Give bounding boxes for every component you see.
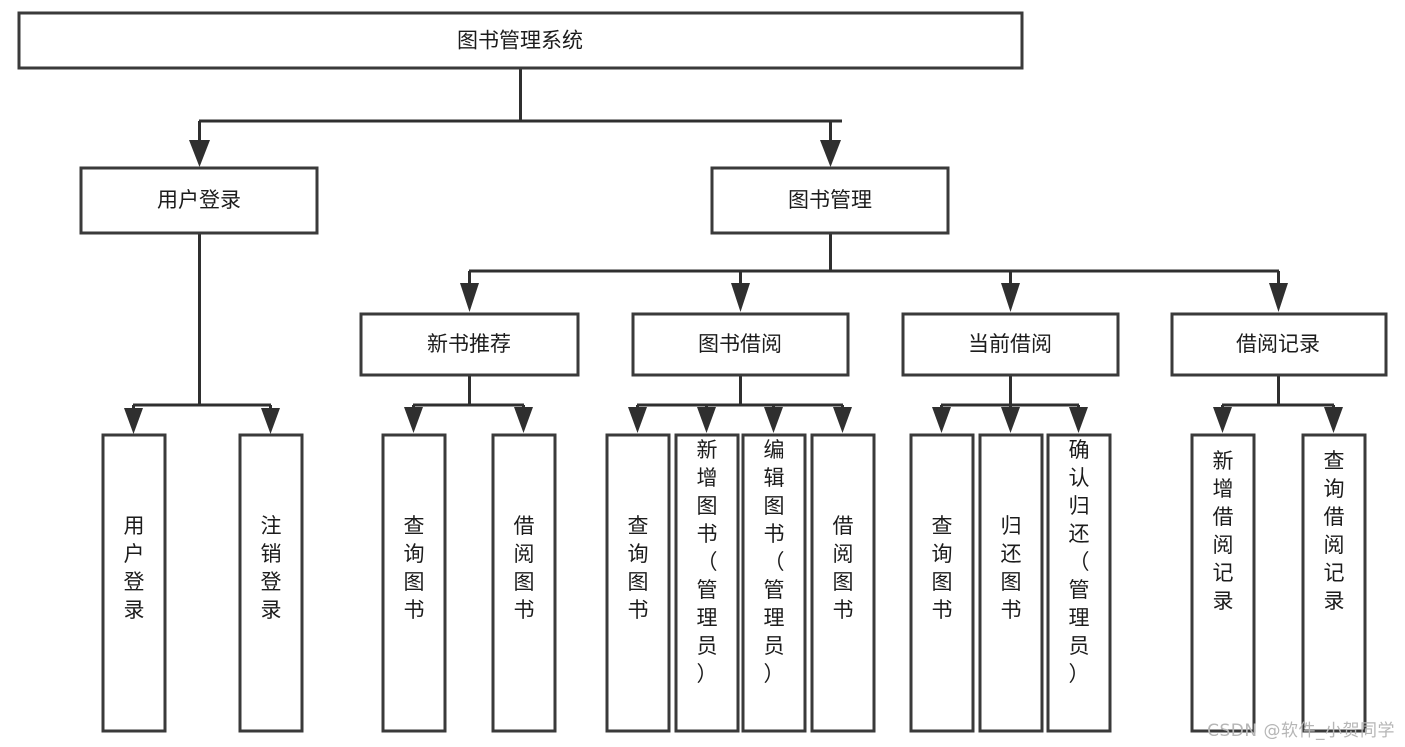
- node-user-login[interactable]: 用户登录: [79, 166, 319, 235]
- arrow-head-borrow-record: [1269, 283, 1288, 312]
- node-leaf-query-book-2-box[interactable]: [605, 433, 671, 733]
- arrow-head-leaf-query-record: [1324, 407, 1343, 433]
- node-new-book-rec-label: 新书推荐: [427, 332, 511, 356]
- node-book-manage[interactable]: 图书管理: [710, 166, 950, 235]
- node-root-box[interactable]: [17, 11, 1024, 70]
- node-leaf-user-login-label: 用户登录: [124, 514, 145, 622]
- node-leaf-confirm-return-label: 确认归还（管理员）: [1069, 438, 1090, 686]
- node-leaf-borrow-book-1-label: 借阅图书: [514, 514, 535, 622]
- node-leaf-query-book-3[interactable]: 查询图书: [909, 433, 975, 733]
- node-user-login-box[interactable]: [79, 166, 319, 235]
- node-leaf-edit-book-box[interactable]: [741, 433, 807, 733]
- arrow-head-book-borrow: [731, 283, 750, 312]
- node-book-manage-label: 图书管理: [788, 188, 872, 212]
- arrow-head-user-login: [189, 140, 210, 167]
- node-user-login-label: 用户登录: [157, 188, 241, 212]
- node-leaf-edit-book-label: 编辑图书（管理员）: [764, 438, 785, 686]
- node-borrow-record[interactable]: 借阅记录: [1170, 312, 1388, 377]
- arrow-head-new-book-rec: [460, 283, 479, 312]
- node-leaf-borrow-book-2-label: 借阅图书: [833, 514, 854, 622]
- arrow-head-leaf-query-book-1: [404, 407, 423, 433]
- node-leaf-query-book-2-label: 查询图书: [628, 514, 649, 622]
- node-leaf-query-record-box[interactable]: [1301, 433, 1367, 733]
- arrow-head-leaf-add-book: [697, 407, 716, 433]
- node-borrow-record-box[interactable]: [1170, 312, 1388, 377]
- node-leaf-borrow-book-1[interactable]: 借阅图书: [491, 433, 557, 733]
- arrow-head-leaf-user-logout: [261, 408, 280, 434]
- node-new-book-rec[interactable]: 新书推荐: [359, 312, 580, 377]
- arrow-head-current-borrow: [1001, 283, 1020, 312]
- node-leaf-user-login-box[interactable]: [101, 433, 167, 733]
- node-leaf-user-logout-label: 注销登录: [261, 514, 282, 622]
- node-book-borrow-label: 图书借阅: [698, 332, 782, 356]
- node-new-book-rec-box[interactable]: [359, 312, 580, 377]
- node-book-manage-box[interactable]: [710, 166, 950, 235]
- arrow-head-leaf-edit-book: [764, 407, 783, 433]
- arrow-head-book-manage: [820, 140, 841, 167]
- node-leaf-return-book-box[interactable]: [978, 433, 1044, 733]
- node-current-borrow-box[interactable]: [901, 312, 1120, 377]
- node-leaf-query-book-3-box[interactable]: [909, 433, 975, 733]
- node-leaf-add-record-box[interactable]: [1190, 433, 1256, 733]
- node-book-borrow[interactable]: 图书借阅: [631, 312, 850, 377]
- node-leaf-query-book-3-label: 查询图书: [932, 514, 953, 622]
- arrow-head-leaf-borrow-book-1: [514, 407, 533, 433]
- node-leaf-query-book-1-box[interactable]: [381, 433, 447, 733]
- node-leaf-borrow-book-1-box[interactable]: [491, 433, 557, 733]
- node-leaf-confirm-return[interactable]: 确认归还（管理员）: [1046, 433, 1112, 733]
- csdn-watermark: CSDN @软件_小贺同学: [1207, 721, 1395, 741]
- arrow-head-leaf-return-book: [1001, 407, 1020, 433]
- arrow-head-leaf-confirm-return: [1069, 407, 1088, 433]
- node-leaf-add-record[interactable]: 新增借阅记录: [1190, 433, 1256, 733]
- node-leaf-query-book-2[interactable]: 查询图书: [605, 433, 671, 733]
- node-leaf-user-logout-box[interactable]: [238, 433, 304, 733]
- node-leaf-return-book-label: 归还图书: [1001, 514, 1022, 622]
- node-leaf-add-book-label: 新增图书（管理员）: [697, 438, 718, 686]
- arrow-head-leaf-borrow-book-2: [833, 407, 852, 433]
- node-borrow-record-label: 借阅记录: [1236, 332, 1320, 356]
- node-leaf-query-record-label: 查询借阅记录: [1324, 449, 1345, 613]
- node-current-borrow[interactable]: 当前借阅: [901, 312, 1120, 377]
- node-book-borrow-box[interactable]: [631, 312, 850, 377]
- node-leaf-edit-book[interactable]: 编辑图书（管理员）: [741, 433, 807, 733]
- node-leaf-return-book[interactable]: 归还图书: [978, 433, 1044, 733]
- node-leaf-user-logout[interactable]: 注销登录: [238, 433, 304, 733]
- node-leaf-user-login[interactable]: 用户登录: [101, 433, 167, 733]
- arrow-head-leaf-add-record: [1213, 407, 1232, 433]
- arrow-head-leaf-user-login: [124, 408, 143, 434]
- node-root[interactable]: 图书管理系统: [17, 11, 1024, 70]
- arrow-head-leaf-query-book-2: [628, 407, 647, 433]
- node-leaf-borrow-book-2[interactable]: 借阅图书: [810, 433, 876, 733]
- node-leaf-query-book-1[interactable]: 查询图书: [381, 433, 447, 733]
- node-leaf-add-book-box[interactable]: [674, 433, 740, 733]
- arrow-head-leaf-query-book-3: [932, 407, 951, 433]
- node-leaf-add-book[interactable]: 新增图书（管理员）: [674, 433, 740, 733]
- node-leaf-borrow-book-2-box[interactable]: [810, 433, 876, 733]
- node-current-borrow-label: 当前借阅: [968, 332, 1052, 356]
- node-root-label: 图书管理系统: [457, 29, 583, 53]
- node-leaf-query-record[interactable]: 查询借阅记录: [1301, 433, 1367, 733]
- node-leaf-add-record-label: 新增借阅记录: [1213, 449, 1234, 613]
- node-leaf-query-book-1-label: 查询图书: [404, 514, 425, 622]
- connector-layer: [124, 68, 1343, 434]
- node-leaf-confirm-return-box[interactable]: [1046, 433, 1112, 733]
